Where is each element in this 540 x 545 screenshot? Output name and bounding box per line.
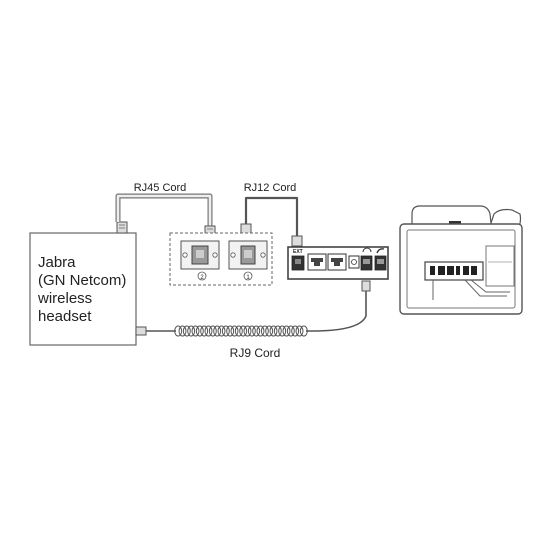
adapter-port-2 xyxy=(180,240,220,270)
rj45-cord xyxy=(115,193,216,237)
headset-rj45-plug xyxy=(116,221,128,234)
desk-phone xyxy=(399,205,523,315)
rj9-cord-label: RJ9 Cord xyxy=(230,346,281,360)
adapter-port-1 xyxy=(228,240,268,270)
rj45-cord-label: RJ45 Cord xyxy=(134,182,187,194)
ext-port-label: EXT xyxy=(293,249,303,255)
adapter-box: 2 1 xyxy=(169,232,273,286)
adapter-port-1-label: 1 xyxy=(246,275,250,281)
headset-box xyxy=(29,232,137,346)
headset-label-line: wireless xyxy=(38,290,93,307)
headset-icon xyxy=(362,247,372,253)
headset-rj9-plug xyxy=(135,326,147,336)
headset-label-line: (GN Netcom) xyxy=(38,272,127,289)
rj12-cord xyxy=(240,196,303,247)
headset-label: Jabra (GN Netcom) wireless headset xyxy=(38,254,138,326)
headset-label-line: Jabra xyxy=(38,254,76,271)
ehs-module: EXT xyxy=(287,246,389,280)
rj9-coil xyxy=(174,325,308,337)
rj12-cord-label: RJ12 Cord xyxy=(244,182,297,194)
handset-icon xyxy=(376,248,385,254)
rj9-cord xyxy=(146,280,371,337)
adapter-port-2-label: 2 xyxy=(200,275,204,281)
headset-label-line: headset xyxy=(38,308,92,325)
